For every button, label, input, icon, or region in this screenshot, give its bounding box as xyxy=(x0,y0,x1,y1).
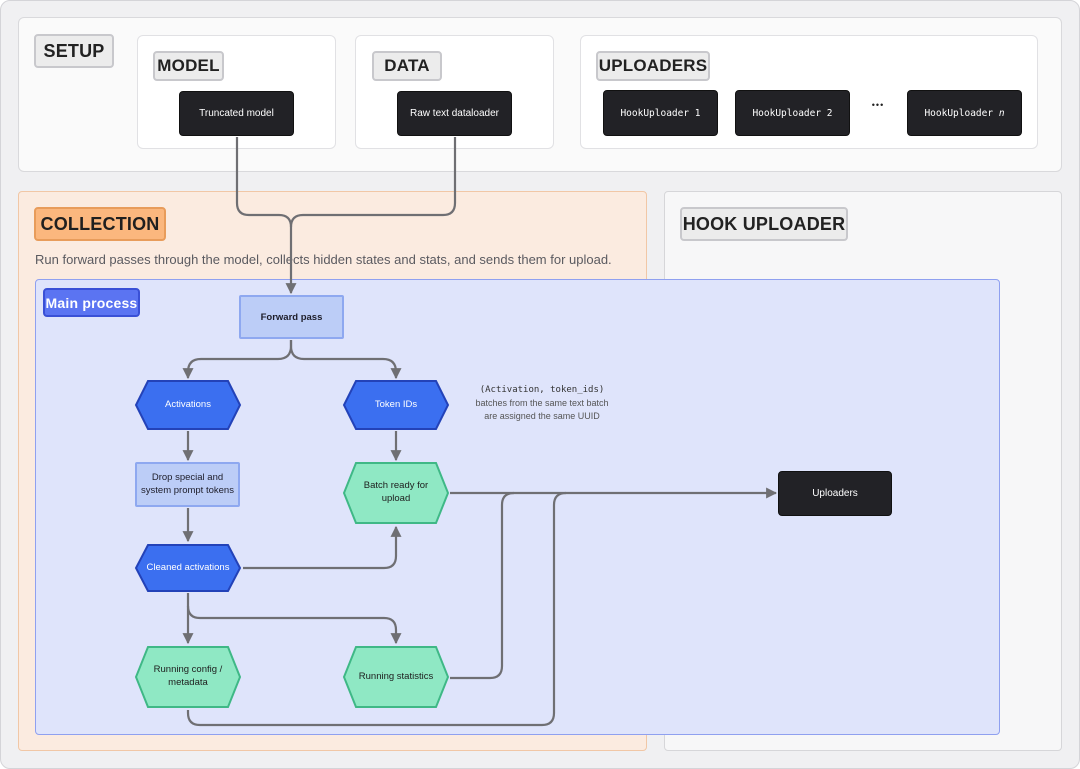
drop-special-label-1: Drop special and xyxy=(151,471,224,483)
raw-text-dataloader-box: Raw text dataloader xyxy=(397,91,512,136)
uploaders-node: Uploaders xyxy=(778,471,892,516)
collection-description: Run forward passes through the model, co… xyxy=(35,252,612,267)
hook-uploader-2-box: HookUploader 2 xyxy=(735,90,850,136)
main-process-title: Main process xyxy=(43,288,140,317)
uuid-note-code: (Activation, token_ids) xyxy=(479,385,605,395)
uuid-note: (Activation, token_ids) batches from the… xyxy=(462,384,622,423)
hook-uploader-n-box: HookUploader n xyxy=(907,90,1022,136)
uuid-note-line-3: are assigned the same UUID xyxy=(484,411,600,422)
setup-title: SETUP xyxy=(34,34,114,68)
drop-special-node: Drop special and system prompt tokens xyxy=(135,462,240,507)
config-to-uploaders-connector xyxy=(186,491,567,727)
hook-uploader-1-box: HookUploader 1 xyxy=(603,90,718,136)
forward-pass-node: Forward pass xyxy=(239,295,344,339)
cleaned-to-batch-arrow xyxy=(243,525,402,570)
model-to-forward-arrow xyxy=(235,137,297,295)
forward-to-activations-arrow xyxy=(182,340,293,380)
stats-to-uploaders-connector xyxy=(450,491,515,680)
batch-ready-node xyxy=(342,462,450,524)
uploaders-title: UPLOADERS xyxy=(596,51,710,81)
hook-uploader-n-suffix: n xyxy=(998,107,1005,119)
cleaned-activations-node xyxy=(134,544,242,592)
running-statistics-node xyxy=(342,646,450,708)
collection-title: COLLECTION xyxy=(34,207,166,241)
forward-to-tokenids-arrow xyxy=(289,340,402,380)
running-config-node xyxy=(134,646,242,708)
token-ids-node xyxy=(342,380,450,430)
hook-uploader-n-prefix: HookUploader xyxy=(924,107,999,119)
truncated-model-box: Truncated model xyxy=(179,91,294,136)
data-to-forward-connector xyxy=(289,137,457,228)
activations-node xyxy=(134,380,242,430)
drop-special-label-2: system prompt tokens xyxy=(141,484,234,496)
cleaned-to-stats-arrow xyxy=(186,605,402,645)
model-title: MODEL xyxy=(153,51,224,81)
hook-uploader-title: HOOK UPLOADER xyxy=(680,207,848,241)
uuid-note-line-2: batches from the same text batch xyxy=(475,398,609,409)
data-title: DATA xyxy=(372,51,442,81)
uploaders-ellipsis: ••• xyxy=(871,100,885,110)
